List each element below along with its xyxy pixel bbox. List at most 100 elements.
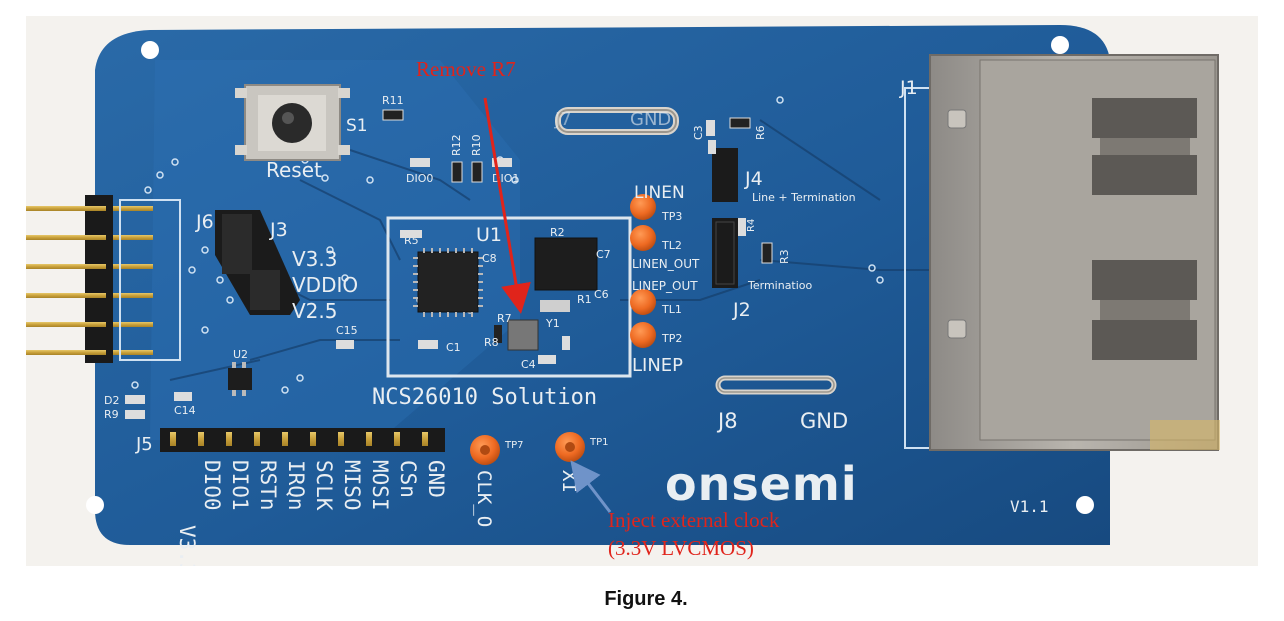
silk-tl1: TL1	[661, 303, 682, 316]
u1-chip	[413, 248, 483, 317]
pin-label-dio0: DIO0	[200, 460, 224, 511]
silk-r7: R7	[497, 312, 512, 325]
silk-tp2: TP2	[661, 332, 682, 345]
pin-label-gnd: GND	[424, 460, 448, 498]
r9-part	[125, 410, 145, 419]
testpoint-tl2	[630, 225, 656, 251]
silk-j2: J2	[732, 299, 751, 321]
pin-label-irqn: IRQn	[284, 460, 308, 511]
pin-label-rstn: RSTn	[256, 460, 280, 511]
silk-dio0: DIO0	[406, 172, 433, 185]
silk-r6: R6	[754, 125, 767, 140]
pin-label-v33: V3.3	[175, 525, 199, 566]
pcb-traces	[169, 119, 940, 381]
reset-switch	[235, 84, 350, 161]
board-illustration: S1 Reset R11 R12 R10 DIO0 DIO1 J6	[26, 25, 1220, 566]
header-j5	[160, 428, 445, 452]
silk-s1: S1	[346, 116, 368, 136]
annotation-arrow-blue	[570, 460, 612, 513]
onsemi-logo: onsemi	[665, 457, 858, 511]
rj45-jack-j1	[904, 54, 1220, 451]
silk-j8-gnd: GND	[800, 409, 848, 433]
silk-c4: C4	[521, 358, 536, 371]
silk-c15: C15	[336, 324, 358, 337]
r5-part	[400, 230, 422, 238]
r3-part	[761, 242, 773, 264]
testpoint-tp2	[630, 322, 656, 348]
silk-product-name: NCS26010 Solution	[372, 385, 597, 410]
silk-d2: D2	[104, 394, 119, 407]
silk-tp3: TP3	[661, 210, 682, 223]
silk-r8: R8	[484, 336, 499, 349]
silk-linen: LINEN	[634, 183, 685, 203]
jumper-j2	[712, 218, 738, 288]
silk-u1: U1	[476, 224, 502, 246]
transformer-part	[534, 237, 598, 312]
testpoint-tp1	[555, 432, 585, 462]
testpoint-tp7	[470, 435, 500, 465]
silk-clk-o: CLK_O	[473, 470, 495, 527]
figure-caption: Figure 4.	[604, 588, 688, 610]
silk-j4-label: Line + Termination	[752, 191, 856, 204]
mounting-holes	[86, 36, 1094, 514]
annotation-remove-r7: Remove R7	[416, 57, 516, 81]
silk-j7-gnd: GND	[630, 109, 671, 130]
silk-tp7: TP7	[504, 440, 524, 451]
d2-part	[125, 395, 145, 404]
silk-j3: J3	[269, 219, 288, 241]
silk-version: V1.1	[1010, 497, 1049, 516]
silk-j6: J6	[195, 211, 214, 233]
silk-linep-out: LINEP_OUT	[632, 279, 698, 293]
annotation-inject-line1: Inject external clock	[608, 508, 780, 532]
silk-u2: U2	[233, 348, 248, 361]
annotation-arrow-red	[483, 97, 531, 314]
silk-c6: C6	[594, 288, 609, 301]
r4-part	[738, 218, 746, 236]
silk-reset: Reset	[266, 158, 322, 182]
u2-chip	[228, 362, 252, 396]
jumper-j3	[215, 210, 300, 315]
r6-part	[729, 117, 751, 129]
pin-label-sclk: SCLK	[312, 460, 336, 511]
silk-j4: J4	[744, 168, 763, 190]
silk-j2-label: Terminatioo	[747, 279, 813, 292]
testpoint-tl1	[630, 289, 656, 315]
silk-y1: Y1	[545, 317, 560, 330]
header-j6	[26, 195, 181, 363]
annotation-inject-line2: (3.3V LVCMOS)	[608, 536, 754, 560]
jumper-j4	[708, 140, 738, 202]
silk-c7: C7	[596, 248, 611, 261]
silk-r3: R3	[778, 249, 791, 264]
header-pin-labels: V3.3 DIO0 DIO1 RSTn IRQn SCLK MISO MOSI …	[175, 460, 448, 566]
silk-r11: R11	[382, 94, 404, 107]
silk-tp1: TP1	[589, 437, 609, 448]
silk-xi: XI	[558, 470, 580, 493]
silk-j8: J8	[716, 409, 738, 433]
pin-label-mosi: MOSI	[368, 460, 392, 511]
silk-r9: R9	[104, 408, 119, 421]
c15-part	[336, 340, 354, 349]
testpoint-tp3	[630, 194, 656, 220]
silk-vddio: VDDIO	[292, 273, 358, 297]
silk-linen-out: LINEN_OUT	[632, 257, 700, 271]
silk-c1: C1	[446, 341, 461, 354]
silk-linep: LINEP	[632, 355, 683, 376]
jumper-wire-j8	[715, 375, 837, 395]
c3-part	[706, 120, 715, 136]
silk-tl2: TL2	[661, 239, 682, 252]
silk-r4: R4	[746, 219, 757, 232]
silk-c8: C8	[482, 252, 497, 265]
crystal-area	[418, 319, 570, 364]
silk-r12: R12	[450, 134, 463, 156]
silk-r1: R1	[577, 293, 592, 306]
silk-j1: J1	[899, 77, 918, 99]
c14-part	[174, 392, 192, 401]
silk-r2: R2	[550, 226, 565, 239]
silk-c3: C3	[692, 125, 705, 140]
u1-outline	[386, 216, 632, 378]
silk-j5: J5	[135, 434, 153, 455]
silk-dio1: DIO1	[492, 172, 519, 185]
board-photo: S1 Reset R11 R12 R10 DIO0 DIO1 J6	[26, 16, 1258, 566]
pin-label-csn: CSn	[396, 460, 420, 498]
silk-j7: J7	[554, 109, 572, 130]
